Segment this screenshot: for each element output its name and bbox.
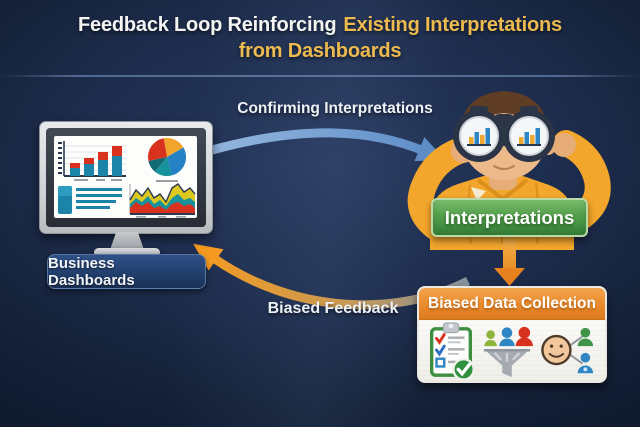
title-line-1: Feedback Loop Reinforcing Existing Interp… — [0, 12, 640, 38]
selection-funnel-icon — [483, 326, 533, 377]
respondent-network-icon — [541, 327, 594, 374]
monitor-stand-neck — [110, 232, 144, 250]
confirming-arrow — [210, 128, 446, 162]
business-dashboards-label: Business Dashboards — [47, 254, 206, 289]
title-line-2: from Dashboards — [238, 40, 402, 62]
summary-list-icon — [58, 186, 122, 214]
confirming-interpretations-label: Confirming Interpretations — [237, 100, 433, 117]
title-line1-gold: Existing Interpretations — [343, 14, 562, 36]
biased-feedback-label: Biased Feedback — [267, 300, 399, 317]
collection-header: Biased Data Collection — [419, 288, 605, 320]
page-title: Feedback Loop Reinforcing Existing Interp… — [0, 12, 640, 64]
pie-chart-icon — [147, 138, 187, 182]
interpretations-text: Interpretations — [444, 206, 575, 228]
collection-icons — [419, 320, 605, 381]
dashboard-charts — [58, 138, 196, 218]
title-divider — [0, 75, 640, 77]
business-dashboards-text: Business Dashboards — [48, 254, 135, 289]
monitor-screen — [54, 136, 197, 218]
binoculars-icon — [453, 106, 555, 162]
lens-bar-chart-icon — [517, 128, 541, 146]
area-chart-icon — [129, 183, 196, 218]
collection-title: Biased Data Collection — [428, 294, 596, 312]
monitor-stand-base — [94, 248, 160, 257]
interpretations-to-collection-arrow — [494, 239, 525, 286]
interpretations-box: Interpretations — [431, 198, 588, 237]
lens-bar-chart-icon — [467, 128, 491, 146]
checklist-icon — [429, 322, 474, 380]
biased-data-collection-box: Biased Data Collection — [417, 286, 607, 383]
bar-chart-icon — [58, 141, 126, 181]
title-line1-white: Feedback Loop Reinforcing — [78, 14, 337, 36]
monitor-bezel — [46, 128, 206, 227]
